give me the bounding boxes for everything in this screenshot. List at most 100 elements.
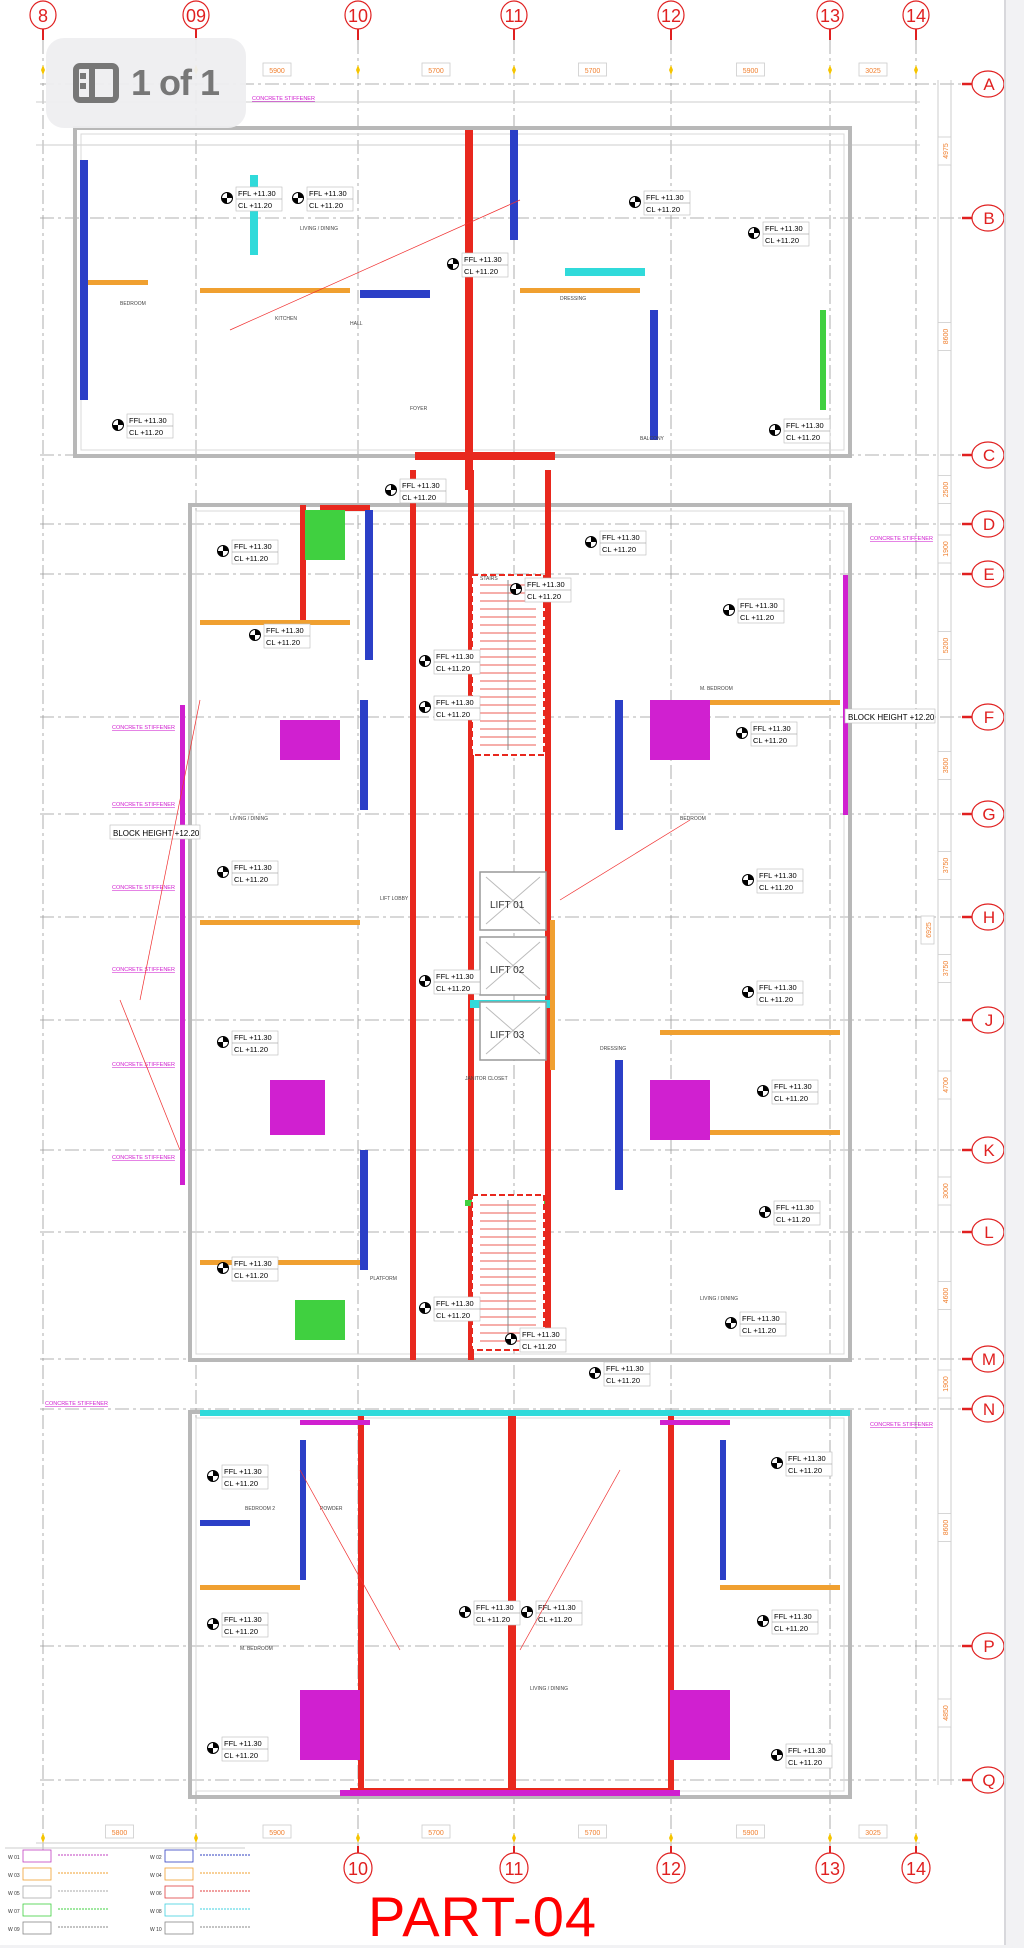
grid-row-label: B <box>983 209 994 228</box>
dimension-value: 3750 <box>943 858 950 874</box>
level-marker-fill <box>207 1618 219 1630</box>
cl-label: CL +11.20 <box>234 1271 268 1280</box>
leader-line <box>119 999 181 1151</box>
level-marker-fill <box>385 484 397 496</box>
level-marker-fill <box>725 1317 737 1329</box>
grid-column-label: 11 <box>505 1859 524 1879</box>
lift-cross <box>485 876 541 925</box>
dimension-box <box>937 631 952 660</box>
grid-bubble-bottom <box>656 1852 686 1884</box>
page-thumbnails-icon[interactable] <box>72 63 119 103</box>
wall-cyan <box>200 1410 850 1416</box>
level-marker-fill <box>629 196 641 208</box>
room-label: KITCHEN <box>275 316 297 322</box>
level-marker-fill <box>521 1606 533 1618</box>
dimension-value: 5800 <box>112 1830 128 1837</box>
cl-label: CL +11.20 <box>234 554 268 563</box>
grid-bubble-row <box>971 1395 1004 1423</box>
legend-swatch <box>164 1921 194 1935</box>
ffl-label: FFL +11.30 <box>224 1615 262 1624</box>
concrete-stiffener-label: CONCRETE STIFFENER <box>112 802 175 808</box>
level-marker-fill <box>505 1333 517 1345</box>
cl-label: CL +11.20 <box>774 1624 808 1633</box>
ffl-label: FFL +11.30 <box>476 1603 514 1612</box>
grid-bubble-row <box>971 703 1004 731</box>
dimension-box <box>937 1176 952 1206</box>
wall-red <box>300 505 306 625</box>
cl-label: CL +11.20 <box>753 736 787 745</box>
dimension-box <box>858 62 888 77</box>
ffl-label: FFL +11.30 <box>522 1330 560 1339</box>
wall-blue <box>510 130 518 240</box>
wall-green <box>820 310 826 410</box>
wall-red <box>410 470 416 1360</box>
cl-label: CL +11.20 <box>538 1615 572 1624</box>
building-outline-inner <box>195 510 845 1355</box>
block-height-box <box>844 708 936 724</box>
legend-code: W 01 <box>8 1855 20 1861</box>
dimension-label: 3750 <box>937 954 952 983</box>
wall-green <box>295 1300 345 1340</box>
wall-red <box>358 1412 364 1792</box>
dimension-value: 5700 <box>428 1830 444 1837</box>
level-marker-fill <box>723 604 735 616</box>
grid-column-label: 8 <box>38 6 48 26</box>
legend-code: W 05 <box>8 1891 20 1897</box>
lift-label: LIFT 02 <box>490 965 525 976</box>
dimension-box <box>736 1824 765 1839</box>
room-label: M. BEDROOM <box>700 686 733 692</box>
legend-swatch <box>22 1849 52 1863</box>
lift-cross <box>485 941 541 990</box>
grid-row-label: Q <box>982 1771 995 1790</box>
room-label: BEDROOM <box>680 816 706 822</box>
ffl-label: FFL +11.30 <box>436 1299 474 1308</box>
concrete-stiffener-label: CONCRETE STIFFENER <box>45 1401 108 1407</box>
grid-row-label: K <box>983 1141 995 1160</box>
room-label: BEDROOM 2 <box>245 1506 275 1512</box>
legend-code: W 06 <box>150 1891 162 1897</box>
grid-bubble-row <box>971 903 1004 931</box>
cl-label: CL +11.20 <box>436 984 470 993</box>
level-marker-fill <box>249 629 261 641</box>
wall-blue <box>720 1440 726 1580</box>
page-indicator[interactable]: 1 of 1 <box>46 38 246 128</box>
dimension-label: 3750 <box>937 851 952 880</box>
wall-blue <box>360 1150 368 1270</box>
legend-code: W 09 <box>8 1927 20 1933</box>
grid-row-label: E <box>983 565 994 584</box>
room-label: JANITOR CLOSET <box>465 1076 508 1082</box>
dimension-value: 8600 <box>943 329 950 345</box>
dimension-label: 4700 <box>937 1070 952 1100</box>
dimension-label: 5700 <box>578 62 607 77</box>
level-marker-fill <box>419 1302 431 1314</box>
concrete-stiffener-label: CONCRETE STIFFENER <box>252 96 315 102</box>
legend-swatch <box>22 1921 52 1935</box>
dimension-tick <box>41 65 45 75</box>
grid-bubble-row <box>971 1136 1004 1164</box>
dimension-box <box>937 322 952 351</box>
legend-swatch <box>164 1903 194 1917</box>
wall-cyan <box>250 175 258 255</box>
wall-cyan <box>565 268 645 276</box>
grid-bubble-top <box>657 0 685 30</box>
lift-label: LIFT 01 <box>490 900 525 911</box>
block-height-label: BLOCK HEIGHT +12.20 <box>848 713 935 722</box>
legend-code: W 08 <box>150 1909 162 1915</box>
room-label: POWDER <box>320 1506 343 1512</box>
grid-bubble-row <box>971 800 1004 828</box>
room-label: BALCONY <box>640 436 665 442</box>
dimension-box <box>937 751 952 780</box>
ffl-label: FFL +11.30 <box>436 972 474 981</box>
dimension-label: 5900 <box>262 62 292 77</box>
wall-magenta <box>300 1420 370 1425</box>
grid-column-label: 12 <box>661 1859 681 1879</box>
level-marker-fill <box>419 655 431 667</box>
cl-label: CL +11.20 <box>224 1479 258 1488</box>
